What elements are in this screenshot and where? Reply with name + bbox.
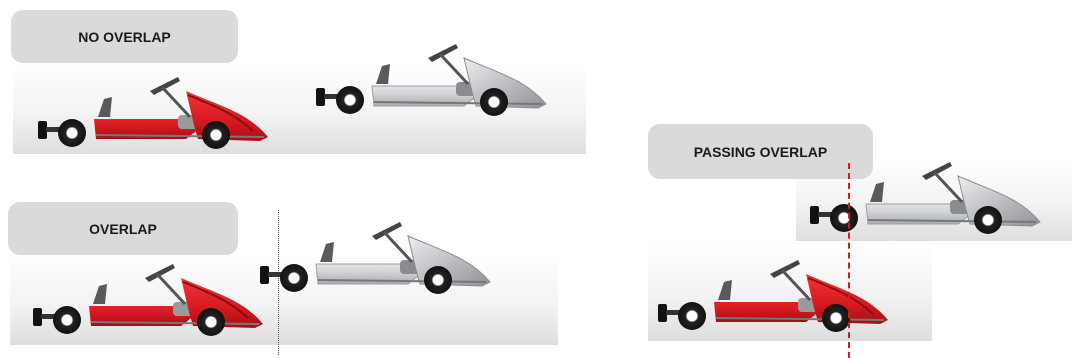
grey-kart-icon bbox=[316, 44, 556, 114]
grey-kart-icon bbox=[810, 162, 1050, 232]
no-overlap-label: NO OVERLAP bbox=[11, 10, 238, 63]
passing-overlap-guide-line bbox=[848, 163, 850, 358]
grey-kart-icon bbox=[260, 222, 500, 292]
red-kart-icon bbox=[33, 264, 273, 334]
red-kart-icon bbox=[658, 260, 898, 330]
red-kart-icon bbox=[38, 77, 278, 147]
overlap-label: OVERLAP bbox=[8, 202, 238, 255]
